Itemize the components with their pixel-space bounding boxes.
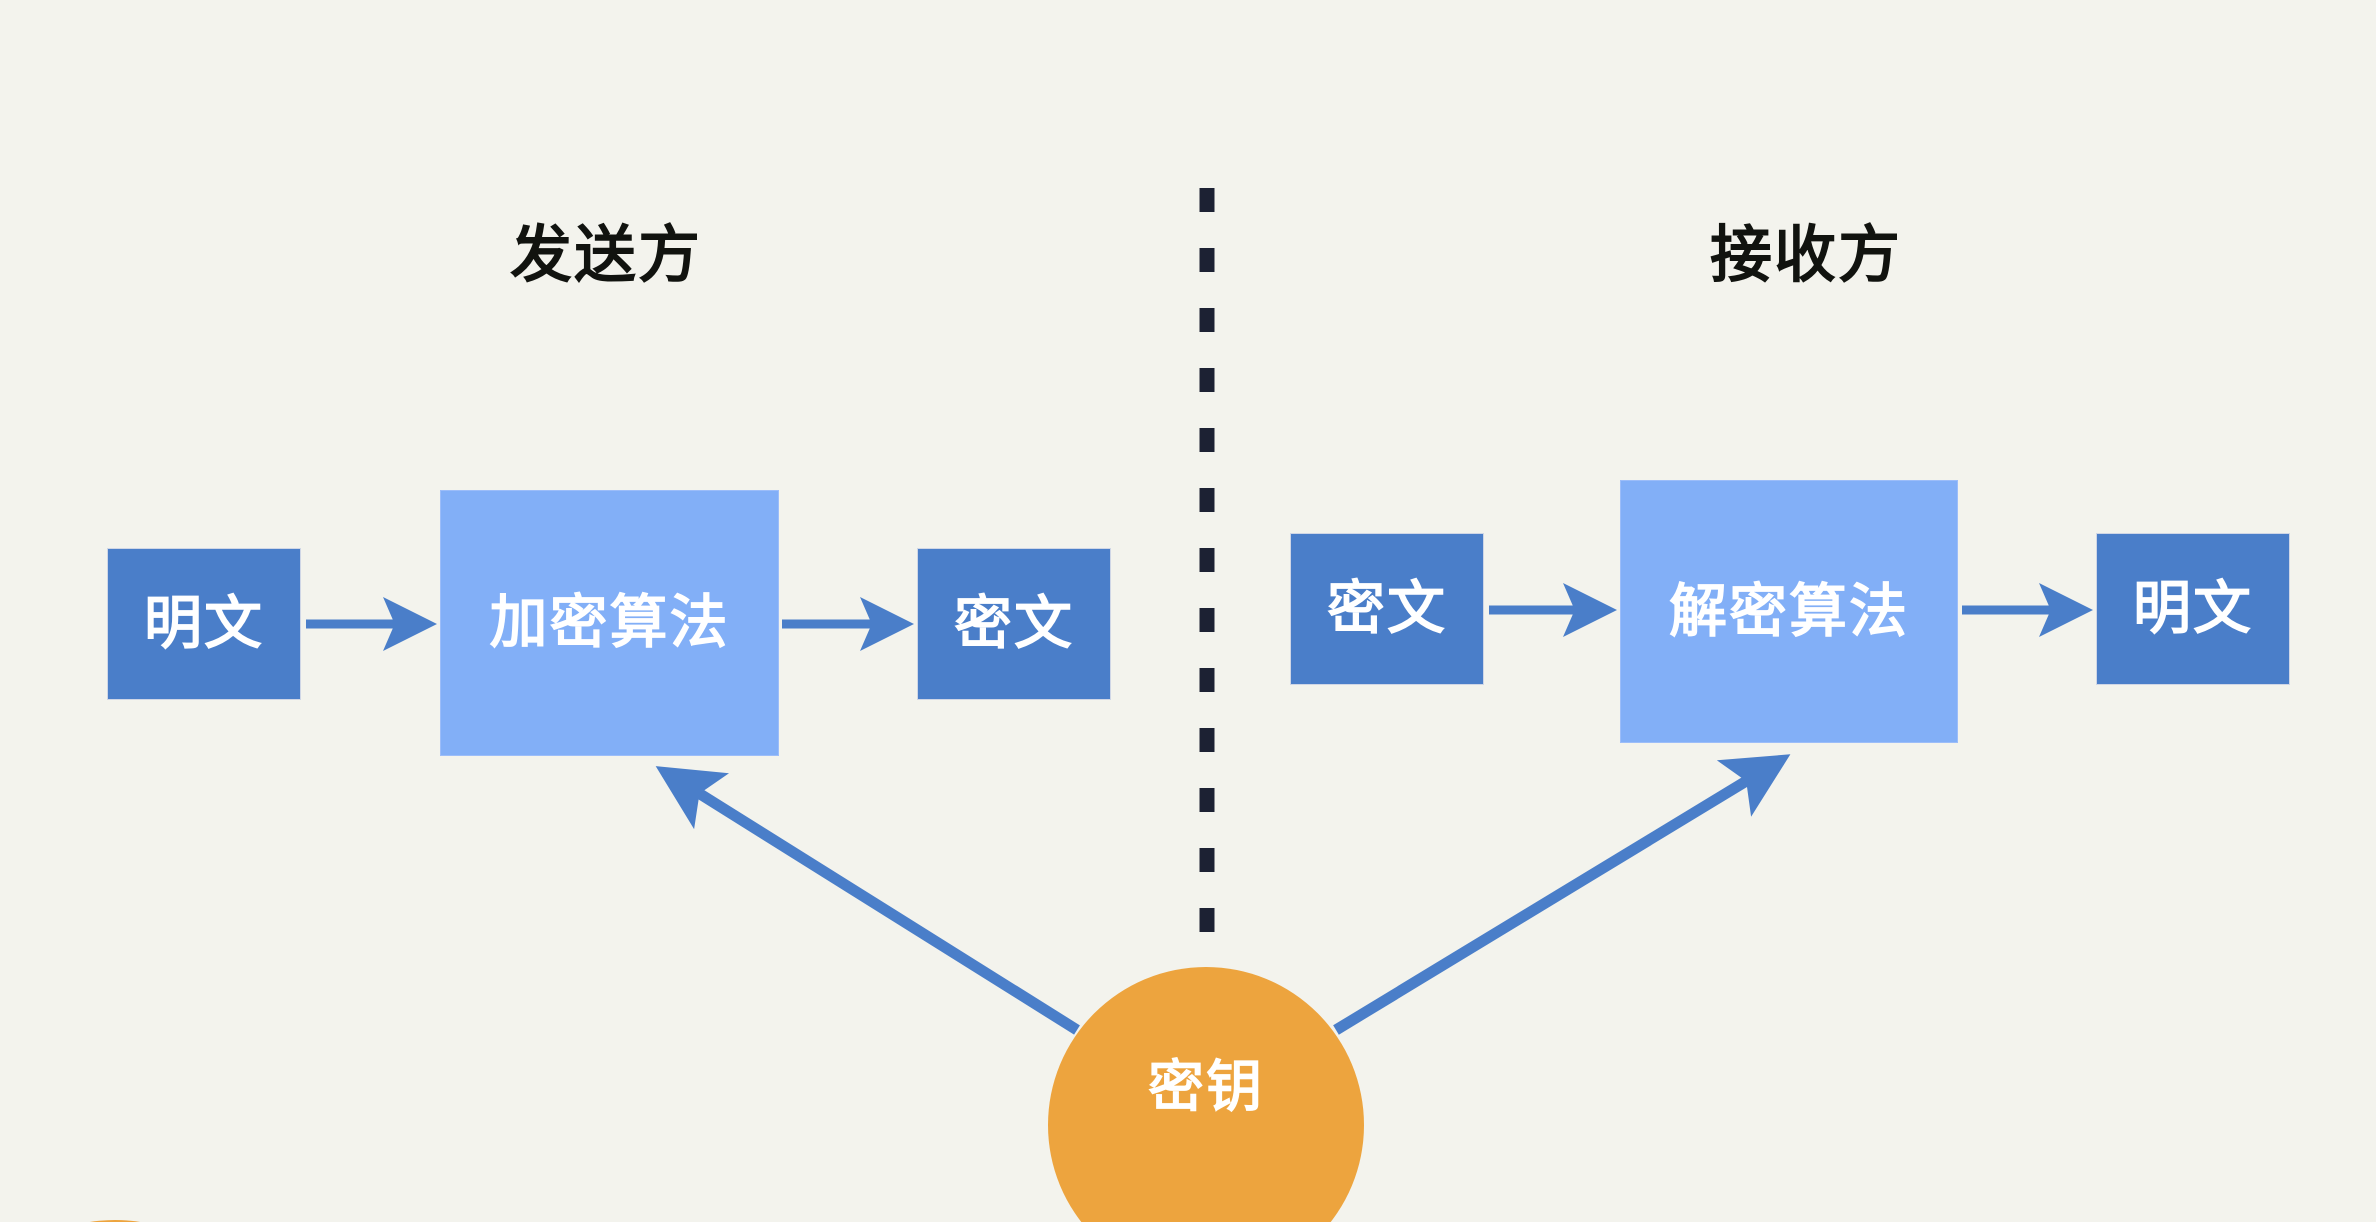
node-decryption-algorithm[interactable]: 解密算法 xyxy=(1620,480,1958,743)
edge-key-to-decrypt xyxy=(1333,754,1791,1035)
node-plaintext-sender[interactable]: 明文 xyxy=(107,548,301,700)
node-encryption-algorithm[interactable]: 加密算法 xyxy=(440,490,779,756)
node-plaintext-receiver[interactable]: 明文 xyxy=(2096,533,2290,685)
node-shared-key[interactable]: 密钥 xyxy=(1048,967,1364,1222)
section-title-sender: 发送方 xyxy=(510,221,703,290)
node-ciphertext-receiver[interactable]: 密文 xyxy=(1290,533,1484,685)
section-title-receiver: 接收方 xyxy=(1710,221,1903,290)
edge-key-to-encrypt xyxy=(655,766,1080,1035)
node-ciphertext-sender[interactable]: 密文 xyxy=(917,548,1111,700)
